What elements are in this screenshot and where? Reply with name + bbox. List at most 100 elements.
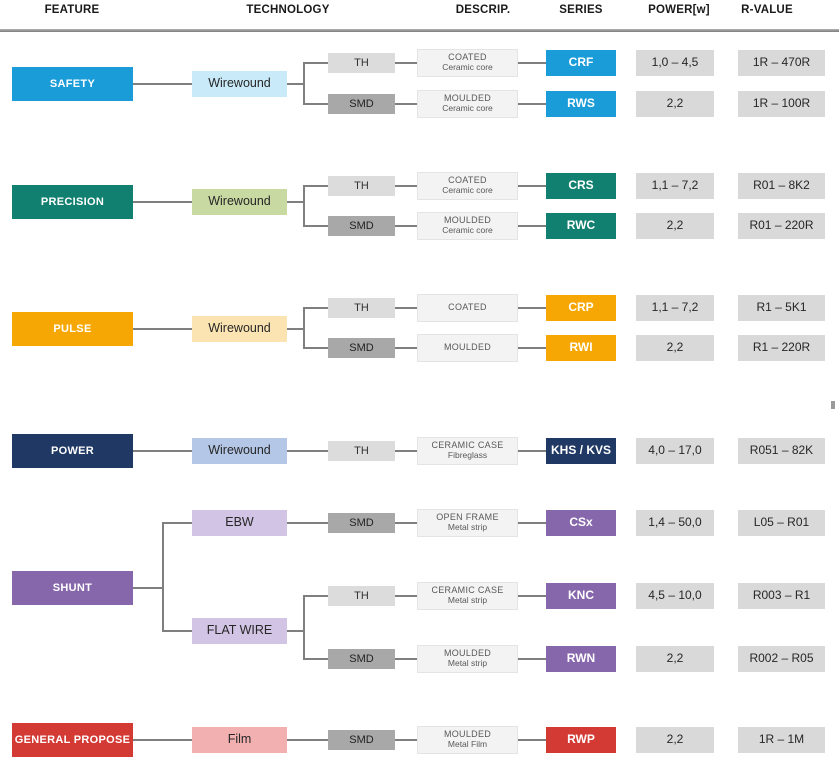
power-value-box: 2,2	[636, 727, 714, 753]
connector-line	[395, 307, 417, 309]
rvalue-box: R1 – 220R	[738, 335, 825, 361]
series-box: RWI	[546, 335, 616, 361]
description-line2: Fibreglass	[447, 450, 488, 461]
series-box: RWS	[546, 91, 616, 117]
series-box: KHS / KVS	[546, 438, 616, 464]
mount-box-smd: SMD	[328, 94, 395, 114]
connector-line	[303, 307, 305, 349]
description-line1: MOULDED	[443, 215, 492, 226]
technology-box-ebw: EBW	[192, 510, 287, 536]
power-value-box: 1,1 – 7,2	[636, 173, 714, 199]
mount-box-smd: SMD	[328, 216, 395, 236]
power-value-box: 2,2	[636, 646, 714, 672]
description-box: MOULDED Ceramic core	[417, 212, 518, 240]
column-header-series: SERIES	[559, 4, 603, 16]
connector-line	[395, 658, 417, 660]
rvalue-box: 1R – 1M	[738, 727, 825, 753]
description-line1: CERAMIC CASE	[431, 440, 504, 451]
description-box: MOULDED	[417, 334, 518, 362]
mount-box-smd: SMD	[328, 730, 395, 750]
mount-box-th: TH	[328, 53, 395, 73]
description-line1: OPEN FRAME	[436, 512, 499, 523]
connector-line	[133, 328, 192, 330]
column-header-rvalue: R-VALUE	[741, 4, 793, 16]
technology-box: Wirewound	[192, 189, 287, 215]
technology-box-flat-wire: FLAT WIRE	[192, 618, 287, 644]
description-line2: Ceramic core	[442, 185, 493, 196]
column-header-power: POWER[w]	[648, 4, 710, 16]
description-line1: CERAMIC CASE	[431, 585, 504, 596]
technology-box: Wirewound	[192, 316, 287, 342]
series-box: CSx	[546, 510, 616, 536]
connector-line	[162, 522, 192, 524]
power-value-box: 2,2	[636, 213, 714, 239]
description-box: MOULDED Metal strip	[417, 645, 518, 673]
connector-line	[287, 739, 328, 741]
connector-line	[303, 658, 328, 660]
connector-line	[303, 185, 305, 227]
connector-line	[518, 225, 546, 227]
column-header-feature: FEATURE	[44, 4, 100, 16]
connector-line	[303, 62, 305, 105]
feature-box-shunt: SHUNT	[12, 571, 133, 605]
connector-line	[303, 62, 328, 64]
connector-line	[287, 450, 328, 452]
connector-line	[303, 347, 328, 349]
technology-box-film: Film	[192, 727, 287, 753]
connector-line	[133, 450, 192, 452]
feature-box-power: POWER	[12, 434, 133, 468]
rvalue-box: R01 – 220R	[738, 213, 825, 239]
rvalue-box: R051 – 82K	[738, 438, 825, 464]
connector-line	[133, 201, 192, 203]
connector-line	[518, 307, 546, 309]
connector-line	[395, 595, 417, 597]
series-box: CRS	[546, 173, 616, 199]
description-box: MOULDED Metal Film	[417, 726, 518, 754]
connector-line	[395, 103, 417, 105]
description-box: CERAMIC CASE Fibreglass	[417, 437, 518, 465]
description-line2: Metal strip	[447, 522, 488, 533]
rvalue-box: L05 – R01	[738, 510, 825, 536]
stray-mark	[831, 401, 835, 409]
series-box: CRF	[546, 50, 616, 76]
connector-line	[303, 595, 305, 660]
connector-line	[395, 225, 417, 227]
technology-box: Wirewound	[192, 438, 287, 464]
connector-line	[303, 595, 328, 597]
feature-box-general-propose: GENERAL PROPOSE	[12, 723, 133, 757]
connector-line	[287, 630, 303, 632]
connector-line	[518, 658, 546, 660]
power-value-box: 2,2	[636, 91, 714, 117]
rvalue-box: 1R – 470R	[738, 50, 825, 76]
description-line1: MOULDED	[443, 648, 492, 659]
description-line2: Ceramic core	[442, 103, 493, 114]
rvalue-box: R01 – 8K2	[738, 173, 825, 199]
connector-line	[395, 522, 417, 524]
connector-line	[133, 739, 192, 741]
connector-line	[518, 103, 546, 105]
series-box: RWN	[546, 646, 616, 672]
description-line1: MOULDED	[443, 93, 492, 104]
power-value-box: 1,4 – 50,0	[636, 510, 714, 536]
power-value-box: 1,0 – 4,5	[636, 50, 714, 76]
description-line2: Metal strip	[447, 658, 488, 669]
connector-line	[287, 201, 303, 203]
connector-line	[518, 450, 546, 452]
connector-line	[162, 522, 164, 632]
power-value-box: 1,1 – 7,2	[636, 295, 714, 321]
description-box: COATED Ceramic core	[417, 172, 518, 200]
connector-line	[518, 595, 546, 597]
connector-line	[395, 347, 417, 349]
feature-box-pulse: PULSE	[12, 312, 133, 346]
description-line2: Metal Film	[447, 739, 488, 750]
series-box: RWC	[546, 213, 616, 239]
description-box: COATED	[417, 294, 518, 322]
feature-box-safety: SAFETY	[12, 67, 133, 101]
connector-line	[303, 185, 328, 187]
connector-line	[395, 62, 417, 64]
connector-line	[518, 522, 546, 524]
connector-line	[518, 347, 546, 349]
technology-box: Wirewound	[192, 71, 287, 97]
mount-box-smd: SMD	[328, 513, 395, 533]
